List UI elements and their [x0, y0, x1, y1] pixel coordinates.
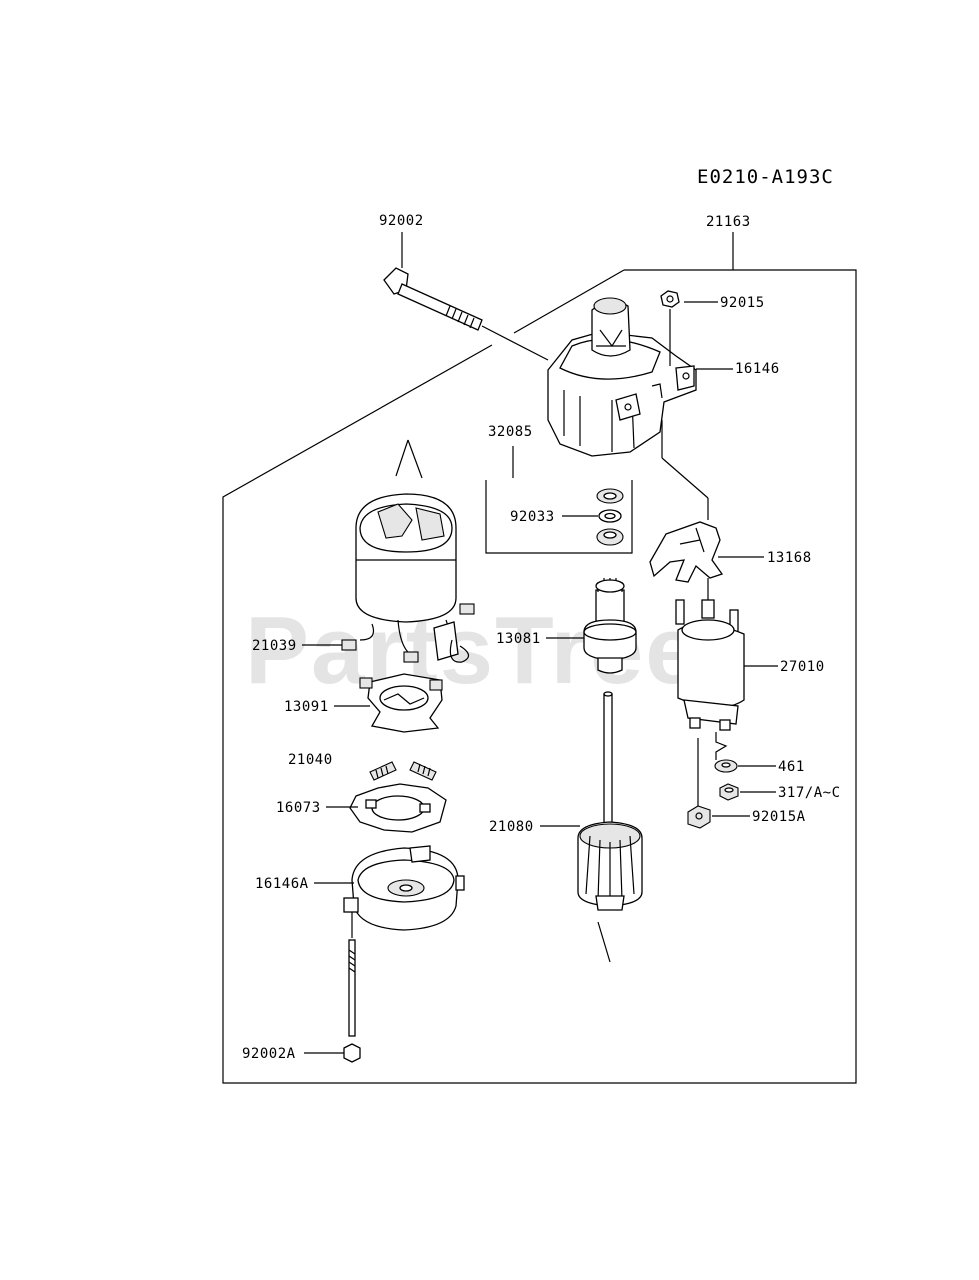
label-317: 317/A~C [778, 785, 841, 801]
brush-holder-icon[interactable] [359, 673, 443, 733]
yoke-brush-icon[interactable] [341, 439, 475, 663]
label-13091: 13091 [284, 699, 329, 715]
label-16146: 16146 [735, 361, 780, 377]
label-92002: 92002 [379, 213, 424, 229]
label-92015A: 92015A [752, 809, 806, 825]
label-16073: 16073 [276, 800, 321, 816]
nut-icon[interactable] [687, 738, 711, 829]
solenoid-icon[interactable] [675, 578, 745, 731]
label-21040: 21040 [288, 752, 333, 768]
assembly-frame [222, 269, 857, 1084]
label-32085: 32085 [488, 424, 533, 440]
through-bolt-icon[interactable] [383, 232, 549, 361]
bolt-icon[interactable] [343, 912, 361, 1063]
label-21039: 21039 [252, 638, 297, 654]
shift-lever-icon[interactable] [649, 420, 724, 583]
label-16146A: 16146A [255, 876, 309, 892]
label-27010: 27010 [780, 659, 825, 675]
washer-icon[interactable] [719, 783, 739, 801]
label-92015: 92015 [720, 295, 765, 311]
pinion-gear-icon[interactable] [583, 578, 637, 674]
label-92033: 92033 [510, 509, 555, 525]
label-21163: 21163 [706, 214, 751, 230]
front-housing-icon[interactable] [547, 297, 697, 457]
label-92002A: 92002A [242, 1046, 296, 1062]
bracket-group-icon [485, 446, 633, 554]
armature-icon[interactable] [577, 691, 643, 963]
diagram-code: E0210-A193C [697, 166, 834, 188]
rear-cover-icon[interactable] [343, 845, 465, 931]
label-461: 461 [778, 759, 805, 775]
label-21080: 21080 [489, 819, 534, 835]
label-13081: 13081 [496, 631, 541, 647]
washer-ring-icon[interactable] [596, 488, 624, 546]
spring-icon[interactable] [369, 761, 437, 781]
label-13168: 13168 [767, 550, 812, 566]
nut-icon[interactable] [660, 290, 680, 366]
assembly-frame-top [513, 269, 625, 334]
lock-washer-icon[interactable] [714, 732, 738, 773]
plate-icon[interactable] [349, 783, 447, 833]
